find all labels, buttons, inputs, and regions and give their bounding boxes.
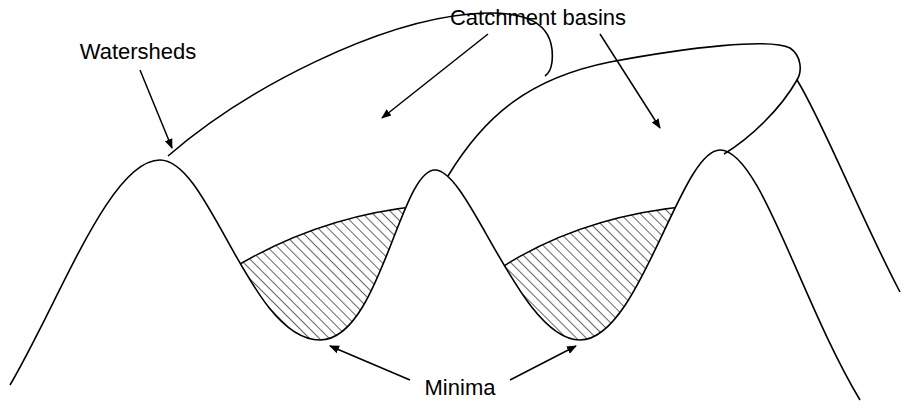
label: Watersheds	[80, 40, 197, 64]
label: Catchment basins	[450, 6, 626, 30]
leader-arrows	[140, 34, 660, 380]
terrain-outline	[10, 13, 900, 400]
label: Minima	[425, 376, 496, 400]
water-fill	[200, 206, 690, 410]
